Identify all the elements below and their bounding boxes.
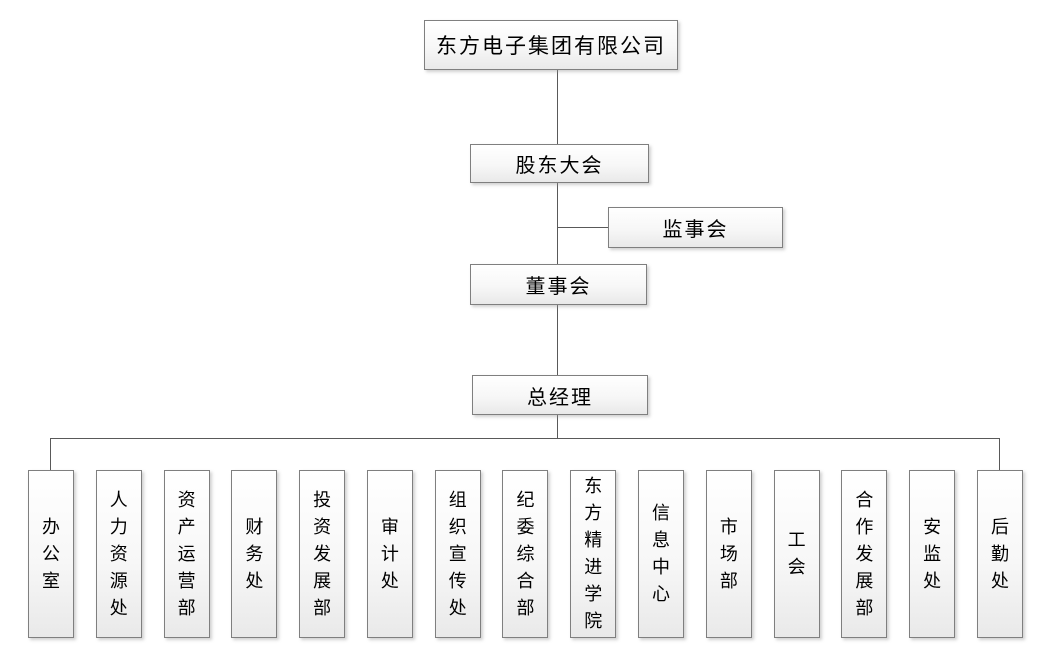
node-general-manager: 总经理 xyxy=(472,375,648,415)
dept-box: 工会 xyxy=(773,470,820,638)
dept-box: 纪委综合部 xyxy=(502,470,549,638)
connector-company-shareholders xyxy=(557,70,558,144)
dept-box: 财务处 xyxy=(231,470,278,638)
connector-stub-first-dept xyxy=(50,438,51,470)
departments-row: 办公室 人力资源处 资产运营部 财务处 投资发展部 审计处 组织宣传处 纪委综合部 东方精进学院… xyxy=(28,470,1023,638)
dept-box: 后勤处 xyxy=(976,470,1023,638)
dept-label: 资产运营部 xyxy=(177,489,196,619)
node-shareholders-meeting: 股东大会 xyxy=(470,144,649,183)
dept-label: 人力资源处 xyxy=(109,489,128,619)
dept-label: 工会 xyxy=(787,530,806,578)
dept-box: 合作发展部 xyxy=(841,470,888,638)
dept-label: 财务处 xyxy=(245,516,264,592)
connector-stub-last-dept xyxy=(999,438,1000,470)
connector-supervisory-branch xyxy=(557,227,609,228)
dept-label: 纪委综合部 xyxy=(516,489,535,619)
dept-box: 安监处 xyxy=(909,470,956,638)
dept-label: 信息中心 xyxy=(652,503,671,605)
connector-board-gm xyxy=(557,305,558,375)
dept-label: 审计处 xyxy=(380,516,399,592)
node-company-label: 东方电子集团有限公司 xyxy=(436,34,666,58)
dept-label: 办公室 xyxy=(42,516,60,592)
connector-gm-drop xyxy=(557,415,558,439)
dept-box: 办公室 xyxy=(28,470,74,638)
dept-label: 东方精进学院 xyxy=(584,476,603,632)
node-supervisory-board-label: 监事会 xyxy=(662,217,729,241)
connector-shareholders-board xyxy=(557,183,558,264)
dept-box: 资产运营部 xyxy=(163,470,210,638)
dept-label: 安监处 xyxy=(923,516,942,592)
connector-departments-bus xyxy=(50,438,1000,439)
dept-label: 组织宣传处 xyxy=(448,489,467,619)
dept-box: 人力资源处 xyxy=(95,470,142,638)
dept-box: 东方精进学院 xyxy=(570,470,617,638)
node-shareholders-meeting-label: 股东大会 xyxy=(515,153,604,177)
dept-box: 信息中心 xyxy=(638,470,685,638)
node-board-of-directors-label: 董事会 xyxy=(525,274,592,298)
dept-box: 审计处 xyxy=(366,470,413,638)
dept-label: 投资发展部 xyxy=(313,489,332,619)
dept-box: 组织宣传处 xyxy=(434,470,481,638)
node-general-manager-label: 总经理 xyxy=(527,384,593,409)
dept-label: 市场部 xyxy=(719,516,738,592)
dept-box: 投资发展部 xyxy=(299,470,346,638)
node-supervisory-board: 监事会 xyxy=(608,207,783,248)
dept-label: 后勤处 xyxy=(990,516,1009,592)
dept-box: 市场部 xyxy=(705,470,752,638)
dept-label: 合作发展部 xyxy=(855,489,874,619)
node-company: 东方电子集团有限公司 xyxy=(424,20,678,70)
node-board-of-directors: 董事会 xyxy=(470,264,647,305)
